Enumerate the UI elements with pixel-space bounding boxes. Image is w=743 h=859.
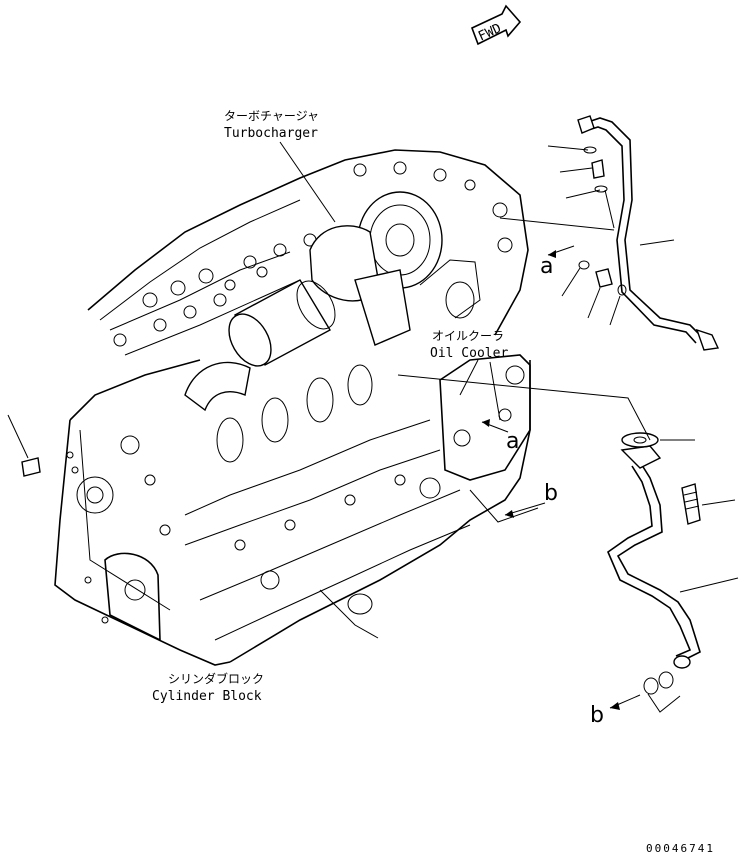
leader-lines [7,141,546,639]
callout-b-bottom: b [590,703,604,728]
turbocharger-drawing [184,191,481,412]
callout-a-mid: a [506,429,519,454]
turbocharger-label: Turbocharger [224,126,318,141]
cylinder-block-label: Cylinder Block [152,689,262,704]
callout-b-mid: b [544,481,558,506]
fwd-arrow-icon: FWD [470,4,522,46]
oil-feed-pipe [499,115,720,351]
oil-return-tube [397,374,739,713]
oil-cooler-label-jp: オイルクーラ [432,329,504,343]
oil-cooler-label: Oil Cooler [430,346,508,361]
cylinder-block-drawing [54,149,531,666]
callout-a-top: a [540,254,553,279]
cylinder-block-label-jp: シリンダブロック [168,671,264,686]
turbocharger-label-jp: ターボチャージャ [224,109,319,123]
drawing-number: 00046741 [646,842,715,855]
